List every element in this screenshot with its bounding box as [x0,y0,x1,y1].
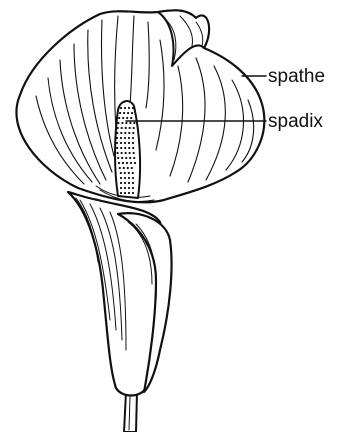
spathe-label: spathe [268,66,325,87]
stem [124,392,137,432]
spathe [16,10,264,395]
spadix-label: spadix [268,111,323,132]
spadix [115,101,140,198]
